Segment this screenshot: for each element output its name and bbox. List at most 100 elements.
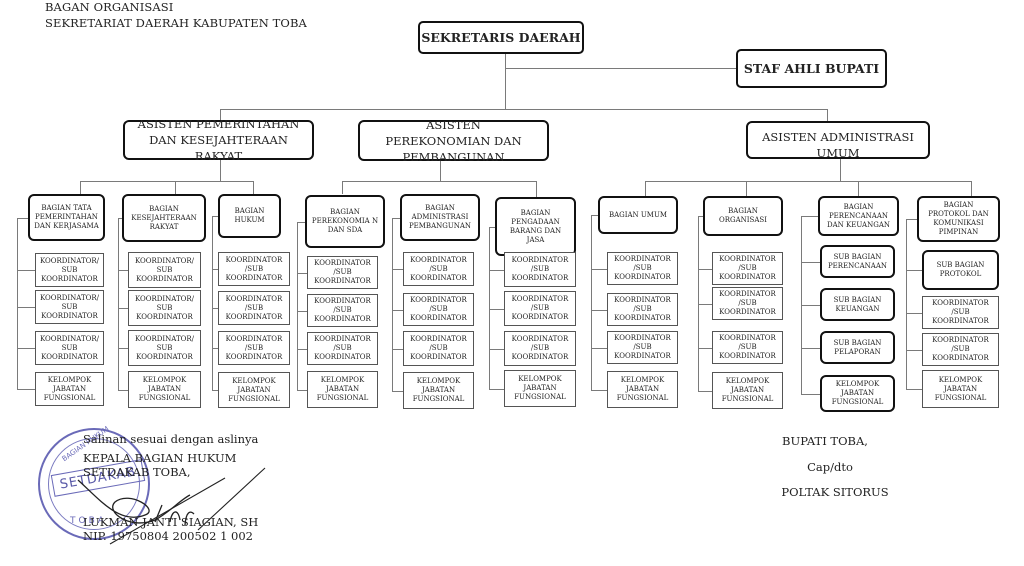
node-koordinator: KOORDINATOR/ SUB KOORDINATOR xyxy=(35,290,104,324)
node-sub-bagian: SUB BAGIAN PROTOKOL xyxy=(922,250,999,290)
connector-line xyxy=(118,270,128,271)
node-bagian: BAGIAN UMUM xyxy=(598,196,678,234)
signer-title-line2: SETDAKAB TOBA, xyxy=(83,465,191,479)
connector-line xyxy=(212,269,218,270)
connector-line xyxy=(801,347,820,349)
connector-line xyxy=(17,217,18,389)
node-label: KOORDINATOR /SUB KOORDINATOR xyxy=(614,334,671,360)
node-koordinator: KOORDINATOR/ SUB KOORDINATOR xyxy=(35,331,104,365)
node-label: KELOMPOK JABATAN FUNGSIONAL xyxy=(138,376,191,402)
connector-line xyxy=(17,270,35,271)
connector-line xyxy=(489,388,504,390)
node-koordinator: KOORDINATOR /SUB KOORDINATOR xyxy=(218,291,290,325)
node-koordinator: KOORDINATOR/ SUB KOORDINATOR xyxy=(128,252,201,288)
node-label: ASISTEN ADMINISTRASI UMUM xyxy=(762,130,914,160)
bupati-cap: Cap/dto xyxy=(807,460,853,474)
node-asisten-pemerintahan: ASISTEN PEMERINTAHAN DAN KESEJAHTERAAN R… xyxy=(123,117,314,163)
node-label: BAGIAN PENGADAAN BARANG DAN JASA xyxy=(509,208,562,244)
connector-line xyxy=(297,348,307,350)
node-label: SUB BAGIAN PROTOKOL xyxy=(936,261,985,278)
node-koordinator: KOORDINATOR /SUB KOORDINATOR xyxy=(607,293,678,326)
connector-line xyxy=(591,215,592,390)
connector-line xyxy=(118,308,128,309)
connector-line xyxy=(801,393,820,395)
node-kelompok-jabatan: KELOMPOK JABATAN FUNGSIONAL xyxy=(128,371,201,408)
node-koordinator: KOORDINATOR /SUB KOORDINATOR xyxy=(403,252,474,286)
node-label: KOORDINATOR /SUB KOORDINATOR xyxy=(314,297,371,323)
connector-line xyxy=(392,390,403,392)
node-label: KOORDINATOR /SUB KOORDINATOR xyxy=(511,335,569,361)
node-koordinator: KOORDINATOR/ SUB KOORDINATOR xyxy=(35,253,104,287)
connector-line xyxy=(392,269,403,270)
node-sekretaris-daerah: SEKRETARIS DAERAH xyxy=(418,21,584,54)
connector-line xyxy=(297,221,305,223)
node-label: KOORDINATOR/ SUB KOORDINATOR xyxy=(134,334,194,361)
node-label: BAGIAN KESEJAHTERAAN RAKYAT xyxy=(131,204,197,231)
connector-line xyxy=(392,348,403,350)
node-staf-ahli-bupati: STAF AHLI BUPATI xyxy=(736,49,887,88)
node-label: KOORDINATOR /SUB KOORDINATOR xyxy=(314,259,371,285)
node-label: BAGIAN PEREKONOMIA N DAN SDA xyxy=(311,208,379,234)
node-kelompok-jabatan: KELOMPOK JABATAN FUNGSIONAL xyxy=(35,372,104,406)
node-label: BAGIAN UMUM xyxy=(608,210,668,219)
connector-line xyxy=(489,308,504,310)
connector-line xyxy=(118,348,128,349)
node-label: KELOMPOK JABATAN FUNGSIONAL xyxy=(316,376,369,402)
node-label: KOORDINATOR /SUB KOORDINATOR xyxy=(225,255,283,282)
node-bagian: BAGIAN HUKUM xyxy=(218,194,281,238)
node-label: KOORDINATOR /SUB KOORDINATOR xyxy=(719,290,776,316)
connector-line xyxy=(489,348,504,350)
node-label: BAGIAN PERENCANAAN DAN KEUANGAN xyxy=(827,202,890,229)
node-sub-bagian: SUB BAGIAN PELAPORAN xyxy=(820,331,895,364)
connector-line xyxy=(212,216,218,217)
connector-line xyxy=(906,219,917,220)
node-label: ASISTEN PEMERINTAHAN DAN KESEJAHTERAAN R… xyxy=(137,117,300,163)
connector-line xyxy=(698,216,703,217)
node-label: KELOMPOK JABATAN FUNGSIONAL xyxy=(721,377,774,403)
node-koordinator: KOORDINATOR /SUB KOORDINATOR xyxy=(218,331,290,365)
node-label: KOORDINATOR /SUB KOORDINATOR xyxy=(410,296,467,322)
connector-line xyxy=(212,216,213,390)
connector-line xyxy=(212,348,218,349)
chart-subtitle: SEKRETARIAT DAERAH KABUPATEN TOBA xyxy=(45,16,307,30)
stamp-bottom-text: TOBA xyxy=(70,516,107,526)
connector-line xyxy=(118,389,128,391)
node-bagian: BAGIAN ORGANISASI xyxy=(703,196,783,236)
node-koordinator: KOORDINATOR /SUB KOORDINATOR xyxy=(712,252,783,285)
connector-line xyxy=(17,217,28,219)
node-label: KOORDINATOR /SUB KOORDINATOR xyxy=(410,335,467,361)
node-label: BAGIAN ADMINISTRASI PEMBANGUNAN xyxy=(408,204,472,230)
node-label: BAGIAN TATA PEMERINTAHAN DAN KERJASAMA xyxy=(34,204,99,230)
connector-line xyxy=(212,390,218,391)
signer-nip: NIP. 19750804 200502 1 002 xyxy=(83,529,253,543)
connector-line xyxy=(297,221,298,390)
node-label: KOORDINATOR /SUB KOORDINATOR xyxy=(719,255,776,281)
connector-line xyxy=(297,310,307,312)
chart-title: BAGAN ORGANISASI xyxy=(45,0,174,14)
node-koordinator: KOORDINATOR /SUB KOORDINATOR xyxy=(307,294,378,327)
bupati-title: BUPATI TOBA, xyxy=(782,434,868,448)
node-label: KOORDINATOR/ SUB KOORDINATOR xyxy=(40,334,100,361)
node-koordinator: KOORDINATOR /SUB KOORDINATOR xyxy=(607,252,678,285)
node-label: KOORDINATOR /SUB KOORDINATOR xyxy=(614,296,671,322)
node-koordinator: KOORDINATOR /SUB KOORDINATOR xyxy=(504,252,576,287)
node-koordinator: KOORDINATOR /SUB KOORDINATOR xyxy=(504,291,576,326)
stamp-outer-ring xyxy=(38,428,150,540)
node-label: SUB BAGIAN KEUANGAN xyxy=(833,295,882,313)
node-bagian: BAGIAN TATA PEMERINTAHAN DAN KERJASAMA xyxy=(28,194,105,241)
signer-name: LUKMAN JANTI SIAGIAN, SH xyxy=(83,515,259,529)
node-label: KOORDINATOR /SUB KOORDINATOR xyxy=(511,256,569,282)
node-kelompok-jabatan: KELOMPOK JABATAN FUNGSIONAL xyxy=(403,372,474,409)
node-koordinator: KOORDINATOR /SUB KOORDINATOR xyxy=(403,293,474,326)
node-bagian: BAGIAN KESEJAHTERAAN RAKYAT xyxy=(122,194,206,242)
connector-line xyxy=(489,269,504,271)
node-label: KOORDINATOR /SUB KOORDINATOR xyxy=(225,334,283,361)
node-label: KELOMPOK JABATAN FUNGSIONAL xyxy=(514,375,566,401)
node-label: KOORDINATOR /SUB KOORDINATOR xyxy=(410,255,467,282)
node-koordinator: KOORDINATOR/ SUB KOORDINATOR xyxy=(128,290,201,326)
node-label: KOORDINATOR/ SUB KOORDINATOR xyxy=(40,293,100,320)
node-label: SUB BAGIAN PERENCANAAN xyxy=(827,252,888,270)
node-label: KELOMPOK JABATAN FUNGSIONAL xyxy=(43,375,96,402)
connector-line xyxy=(297,389,307,391)
node-bagian: BAGIAN PEREKONOMIA N DAN SDA xyxy=(305,195,385,248)
